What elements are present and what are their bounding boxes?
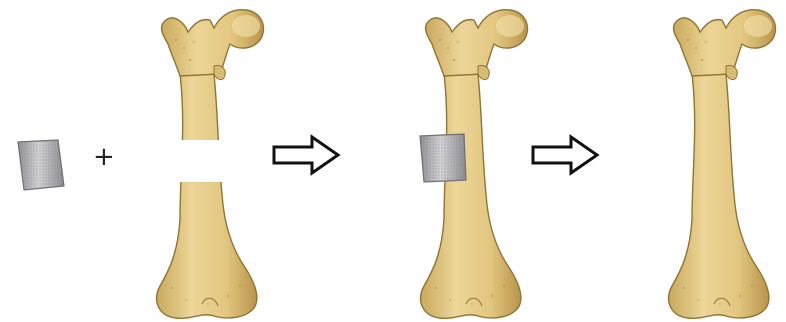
implanted-graft [420, 134, 466, 182]
healed-femur [669, 10, 776, 319]
right-arrow-icon [533, 137, 597, 173]
plus-sign: + [93, 144, 115, 170]
right-arrow-icon [274, 137, 338, 173]
bone-defect-gap [140, 140, 230, 182]
bone-graft-piece [18, 140, 64, 190]
